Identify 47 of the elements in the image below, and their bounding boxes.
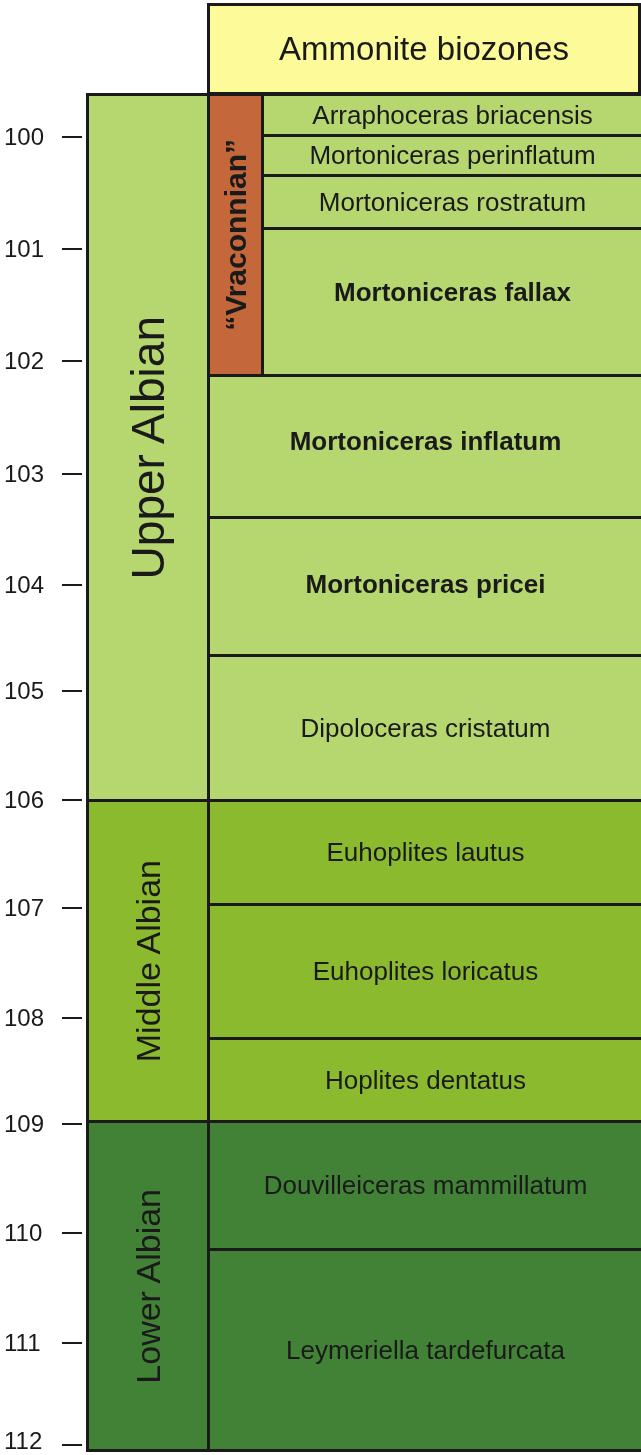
age-label: 102	[4, 347, 45, 375]
zone-band	[207, 1248, 641, 1452]
age-label: 106	[4, 786, 45, 814]
zone-name: Mortoniceras perinflatum	[309, 140, 596, 171]
zone-name: Euhoplites lautus	[326, 837, 525, 868]
age-label: 109	[4, 1110, 45, 1138]
zone-band	[261, 174, 641, 230]
zone-name: Mortoniceras fallax	[334, 276, 571, 308]
zone-name: Hoplites dentatus	[325, 1064, 526, 1096]
substage-name: Middle Albian	[128, 859, 168, 1063]
zone-band	[261, 227, 641, 377]
zone-name: Leymeriella tardefurcata	[286, 1334, 565, 1366]
header-box	[207, 3, 641, 95]
zone-band	[261, 93, 641, 137]
stage-name: “Vraconnian”	[218, 139, 253, 331]
age-label: 107	[4, 894, 45, 922]
zone-band	[207, 516, 641, 657]
substage-name: Upper Albian	[121, 315, 175, 580]
zone-name: Mortoniceras pricei	[305, 568, 546, 600]
zone-band	[207, 654, 641, 802]
zone-band	[207, 1037, 641, 1123]
zone-band	[207, 374, 641, 519]
substage-band	[86, 799, 210, 1123]
zone-band	[207, 1120, 641, 1251]
age-label: 101	[4, 235, 45, 263]
zone-name: Mortoniceras inflatum	[289, 426, 562, 457]
age-label: 104	[4, 571, 45, 599]
age-label: 108	[4, 1004, 45, 1032]
zone-band	[261, 134, 641, 177]
informal-stage-band	[207, 93, 264, 377]
zone-name: Dipoloceras cristatum	[300, 712, 551, 744]
substage-band	[86, 93, 210, 802]
age-label: 110	[4, 1219, 43, 1247]
age-label: 112	[4, 1427, 43, 1455]
substage-name: Lower Albian	[128, 1188, 168, 1384]
age-label: 100	[4, 123, 45, 151]
zone-name: Douvilleiceras mammillatum	[263, 1170, 588, 1201]
zone-name: Mortoniceras rostratum	[318, 186, 587, 218]
zone-band	[207, 799, 641, 906]
age-label: 105	[4, 677, 45, 705]
zone-name: Arraphoceras briacensis	[312, 99, 593, 131]
zone-band	[207, 903, 641, 1040]
zone-name: Euhoplites loricatus	[312, 956, 539, 987]
column-heading: Ammonite biozones	[279, 30, 569, 68]
age-label: 111	[4, 1329, 41, 1357]
substage-band	[86, 1120, 210, 1452]
age-label: 103	[4, 460, 45, 488]
